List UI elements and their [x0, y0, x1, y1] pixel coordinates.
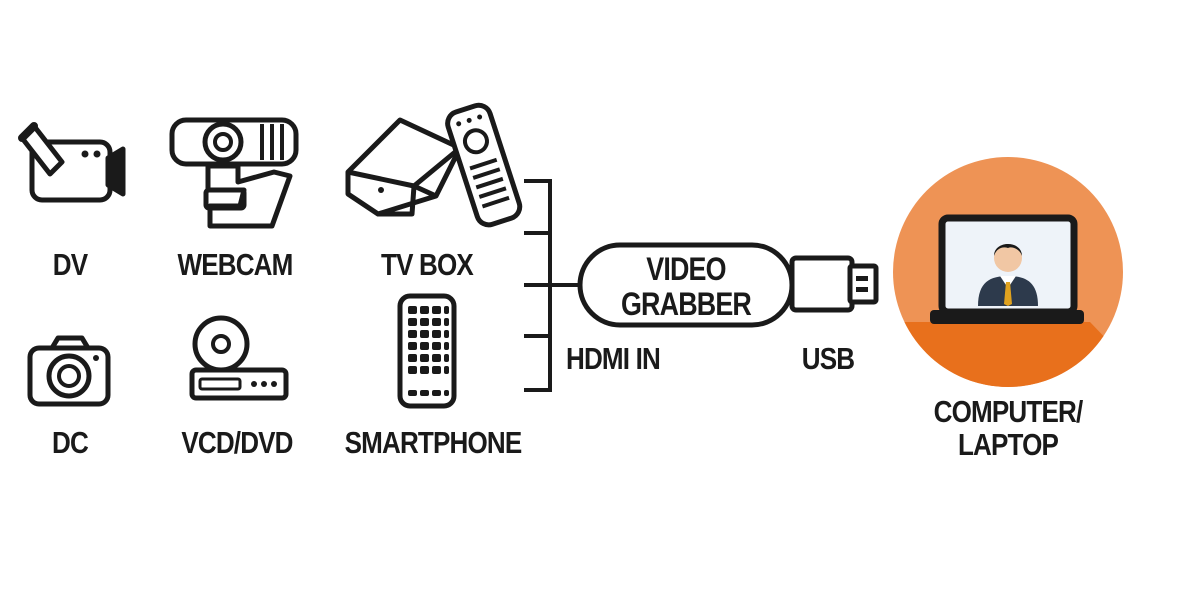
user-avatar-icon — [978, 244, 1038, 306]
device-label-tvbox: TV BOX — [381, 247, 474, 282]
computer-label: COMPUTER/ LAPTOP — [933, 394, 1084, 463]
camera-icon — [27, 335, 111, 407]
smartphone-icon — [397, 293, 457, 409]
port-label-hdmi-in: HDMI IN — [566, 341, 661, 376]
grabber-label: VIDEO GRABBER — [620, 251, 752, 322]
device-label-webcam: WEBCAM — [177, 247, 293, 282]
device-label-smartphone: SMARTPHONE — [344, 425, 523, 460]
dvd-player-icon — [189, 315, 289, 401]
camcorder-icon — [18, 122, 126, 203]
usb-video-grabber-icon — [577, 242, 879, 328]
port-label-usb: USB — [801, 341, 855, 376]
hdmi-input-bracket — [524, 179, 584, 392]
device-label-dv: DV — [52, 247, 88, 282]
device-label-dc: DC — [52, 425, 89, 460]
device-label-vcd-dvd: VCD/DVD — [181, 425, 293, 460]
webcam-icon — [169, 117, 299, 229]
tv-box-remote-icon — [345, 102, 523, 228]
